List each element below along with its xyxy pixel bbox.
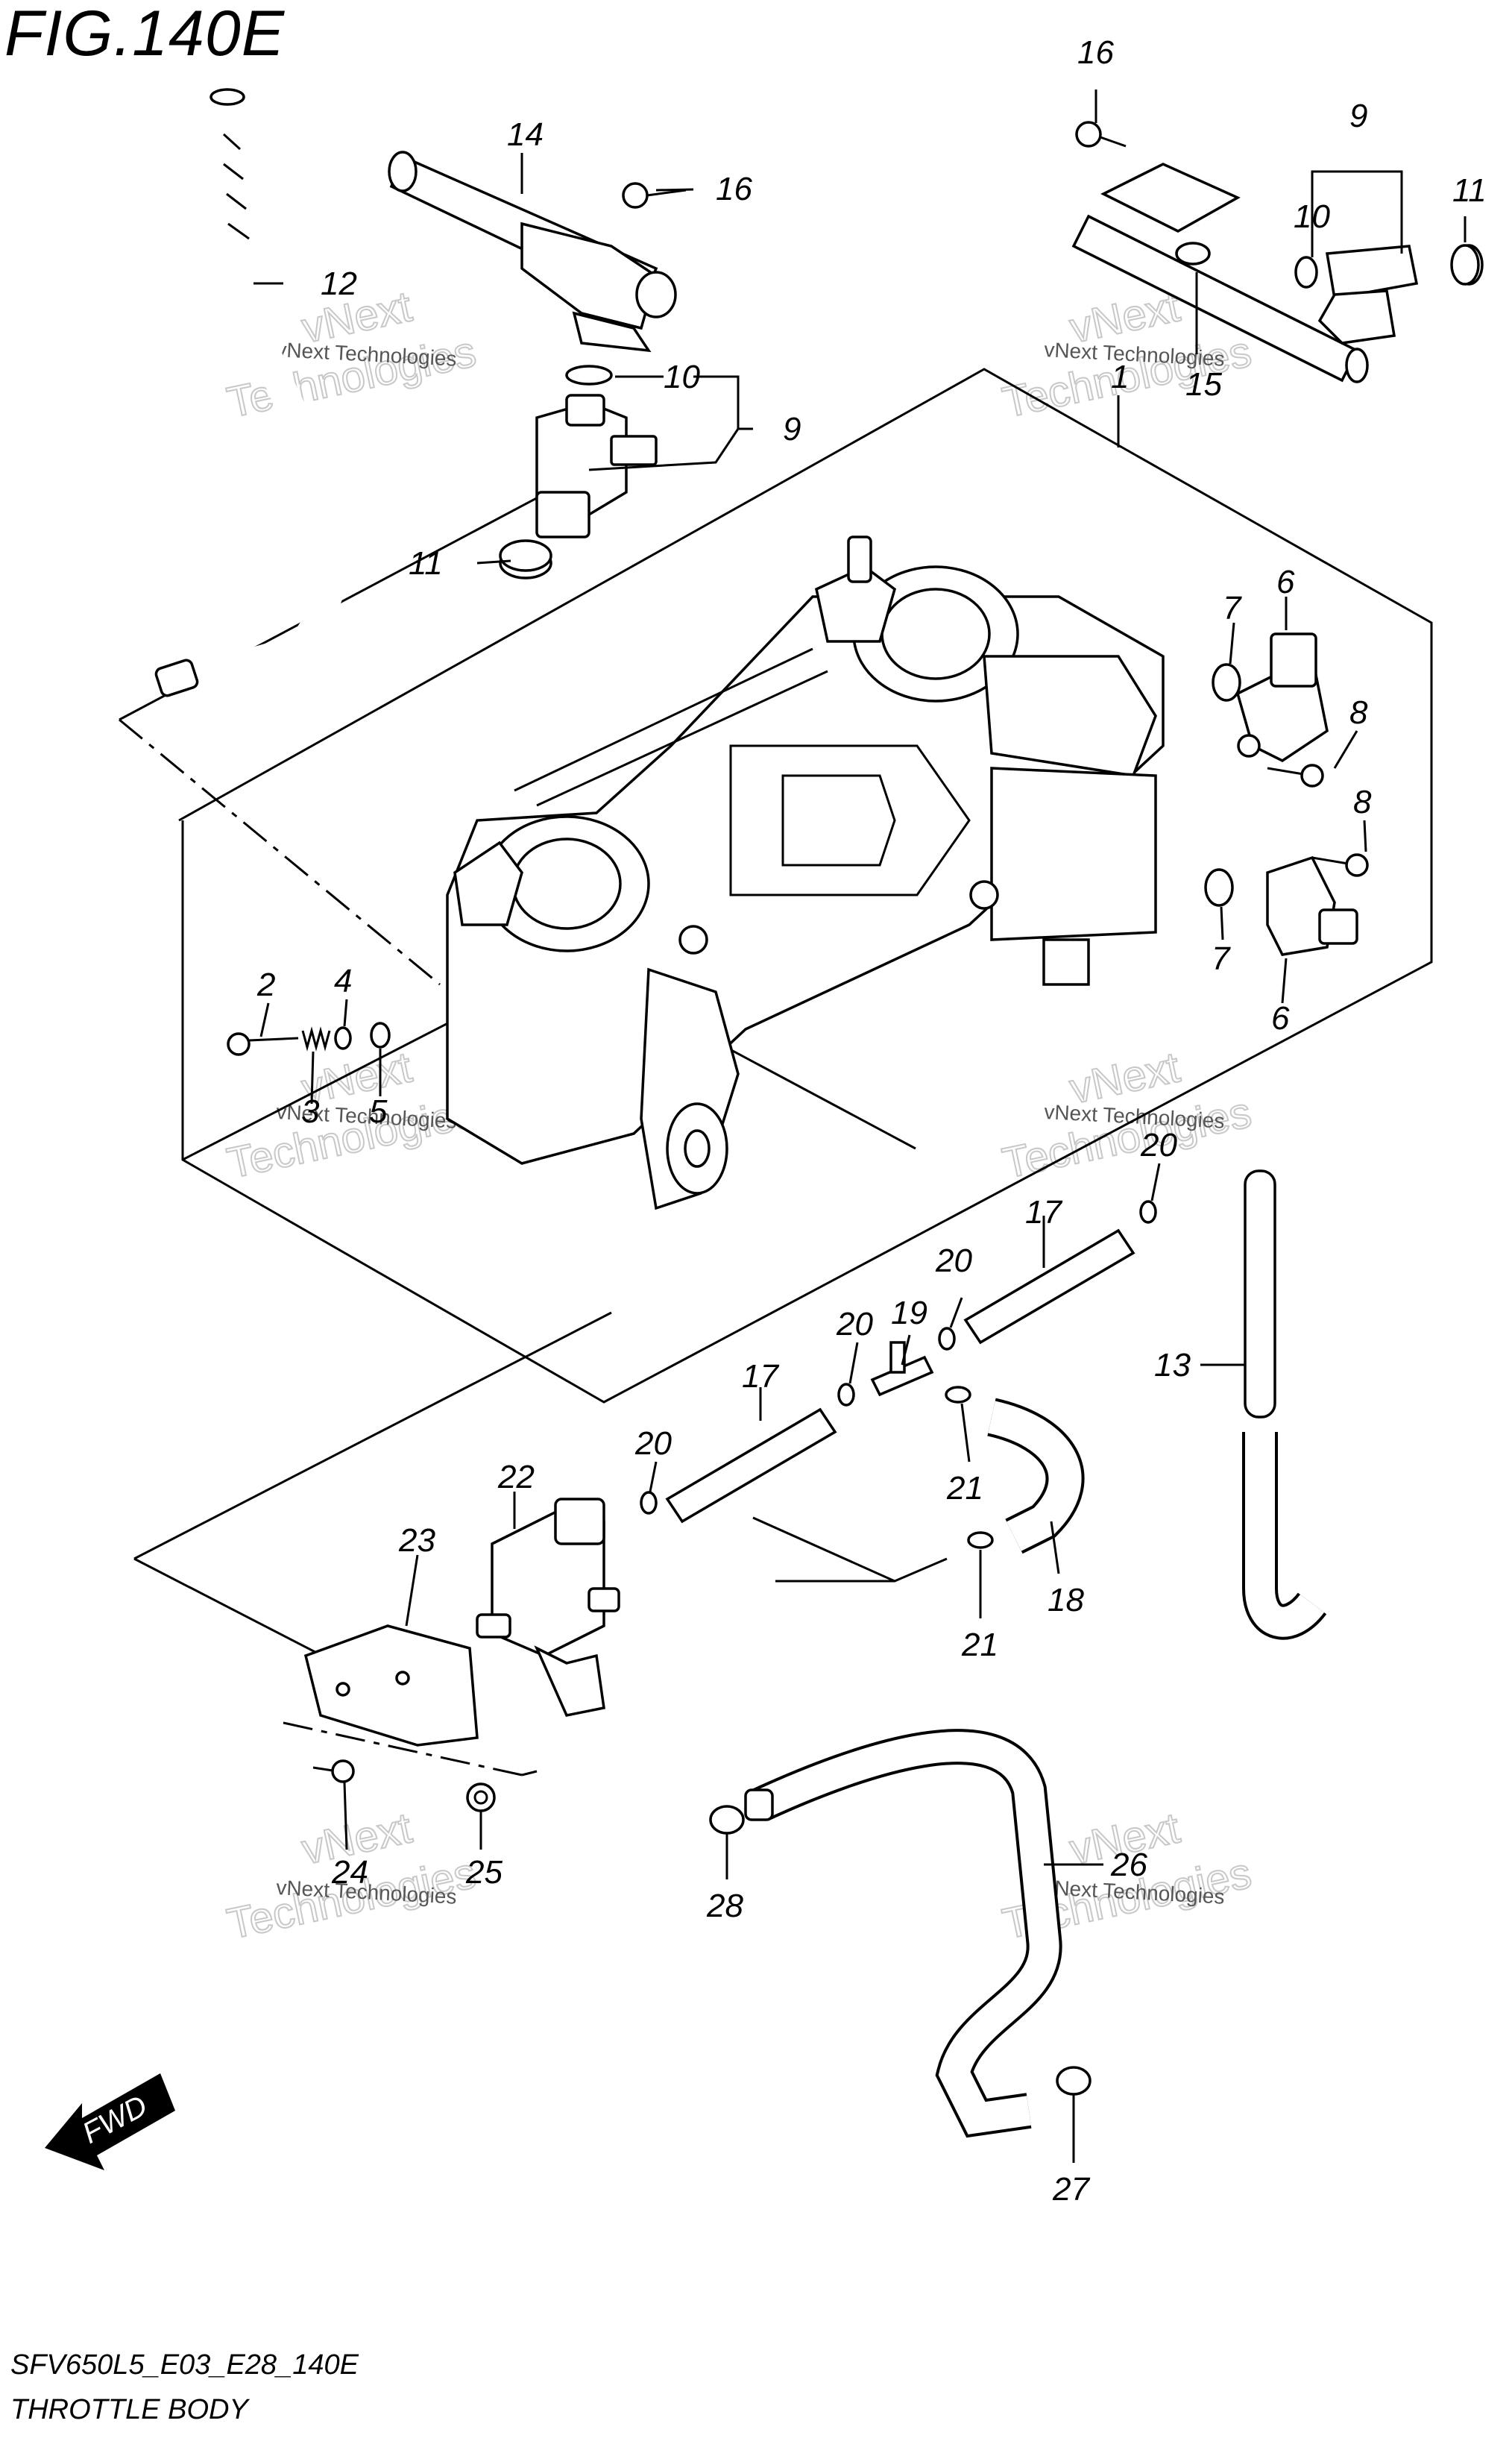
part-21-clip-a <box>945 1386 971 1404</box>
callout-8-lower: 8 <box>1353 784 1372 820</box>
callout-20-d: 20 <box>634 1425 672 1462</box>
leader-lines <box>253 89 1467 2163</box>
part-6-sensor-lower <box>1266 855 1358 956</box>
figure-title: FIG.140E <box>4 0 286 69</box>
part-16-screw-right <box>1075 121 1127 148</box>
part-20-clip-d <box>640 1491 658 1515</box>
callout-9-right: 9 <box>1349 98 1367 134</box>
callout-28: 28 <box>706 1888 743 1924</box>
callout-17-upper: 17 <box>1025 1194 1062 1231</box>
callout-8-upper: 8 <box>1349 694 1368 731</box>
part-23-bracket <box>303 1624 479 1747</box>
callout-16-left: 16 <box>716 171 752 207</box>
callout-17-lower: 17 <box>742 1358 779 1395</box>
part-27-clamp <box>1056 2066 1092 2096</box>
part-8-screw-upper <box>1267 764 1324 788</box>
figure-code: SFV650L5_E03_E28_140E <box>10 2349 359 2381</box>
part-10-oring-right <box>1294 256 1318 289</box>
watermark-4: vNext Technologies vNext Technologies <box>998 1042 1256 1188</box>
callout-11-right: 11 <box>1452 172 1487 209</box>
callout-22: 22 <box>497 1459 535 1495</box>
callout-numbers: 16 14 16 12 10 9 11 9 10 11 15 1 7 6 8 8… <box>256 34 1487 2208</box>
callout-21-a: 21 <box>946 1470 983 1507</box>
part-7-oring-lower <box>1204 868 1234 907</box>
callout-7-upper: 7 <box>1223 590 1242 626</box>
callout-7-lower: 7 <box>1212 940 1231 977</box>
part-21-clip-b <box>967 1531 994 1549</box>
part-13-hose <box>1242 1169 1327 1640</box>
part-15-delivery-pipe-right <box>1071 163 1369 383</box>
callout-12: 12 <box>321 266 357 302</box>
part-14-delivery-pipe <box>388 151 677 353</box>
callout-20-b: 20 <box>935 1243 972 1279</box>
part-17-hose-upper <box>963 1228 1135 1345</box>
part-6-sensor-upper <box>1235 632 1329 763</box>
callout-20-c: 20 <box>836 1306 873 1342</box>
part-20-clip-b <box>938 1327 956 1351</box>
callout-18: 18 <box>1048 1582 1084 1618</box>
callout-23: 23 <box>398 1522 435 1559</box>
callout-4: 4 <box>334 963 352 999</box>
part-4-washer <box>334 1026 352 1050</box>
part-12-hose <box>154 88 351 697</box>
callout-13: 13 <box>1154 1347 1191 1383</box>
callout-26: 26 <box>1110 1847 1147 1883</box>
callout-24: 24 <box>331 1854 368 1891</box>
callout-3: 3 <box>301 1093 320 1130</box>
callout-21-b: 21 <box>961 1627 998 1663</box>
part-19-joint <box>870 1341 934 1397</box>
part-18-hose <box>986 1398 1085 1554</box>
callout-2: 2 <box>256 967 275 1003</box>
callout-9-left: 9 <box>783 411 801 447</box>
watermark-3: vNext Technologies vNext Technologies <box>222 1042 481 1188</box>
callout-19: 19 <box>891 1295 927 1331</box>
part-1-throttle-body <box>446 535 1165 1210</box>
part-20-clip-c <box>837 1383 855 1407</box>
part-7-oring-upper <box>1212 663 1241 702</box>
part-25-nut <box>466 1782 496 1812</box>
callout-16-right: 16 <box>1077 34 1114 71</box>
part-28-clamp <box>709 1805 745 1835</box>
part-24-bolt <box>312 1759 355 1783</box>
part-2-screw <box>227 1032 299 1056</box>
figure-name: THROTTLE BODY <box>10 2394 248 2425</box>
callout-6-lower: 6 <box>1271 1000 1290 1037</box>
part-11-seal-left <box>499 539 552 579</box>
callout-1: 1 <box>1111 359 1129 395</box>
part-22-valve <box>476 1498 620 1717</box>
part-8-screw-lower <box>1311 853 1369 877</box>
callout-6-upper: 6 <box>1276 564 1295 600</box>
part-11-seal-right <box>1450 244 1484 286</box>
callout-15: 15 <box>1185 366 1222 403</box>
part-9-injector-left <box>535 394 658 538</box>
part-16-screw-left <box>622 182 687 209</box>
callout-25: 25 <box>465 1854 503 1891</box>
part-3-spring <box>301 1026 331 1052</box>
part-10-oring-left <box>565 365 613 386</box>
callout-10-left: 10 <box>664 359 700 395</box>
part-17-hose-lower <box>665 1407 837 1524</box>
callout-11-left: 11 <box>409 545 443 582</box>
callout-20-a: 20 <box>1140 1127 1177 1163</box>
callout-10-right: 10 <box>1294 198 1330 235</box>
callout-5: 5 <box>369 1093 388 1130</box>
fwd-arrow-icon: FWD <box>45 2073 175 2170</box>
callout-14: 14 <box>507 116 544 153</box>
part-9-injector-right <box>1317 245 1419 345</box>
part-20-clip-a <box>1139 1200 1157 1224</box>
callout-27: 27 <box>1052 2171 1090 2208</box>
part-5-oring <box>370 1022 391 1049</box>
part-26-hose <box>744 1729 1062 2138</box>
